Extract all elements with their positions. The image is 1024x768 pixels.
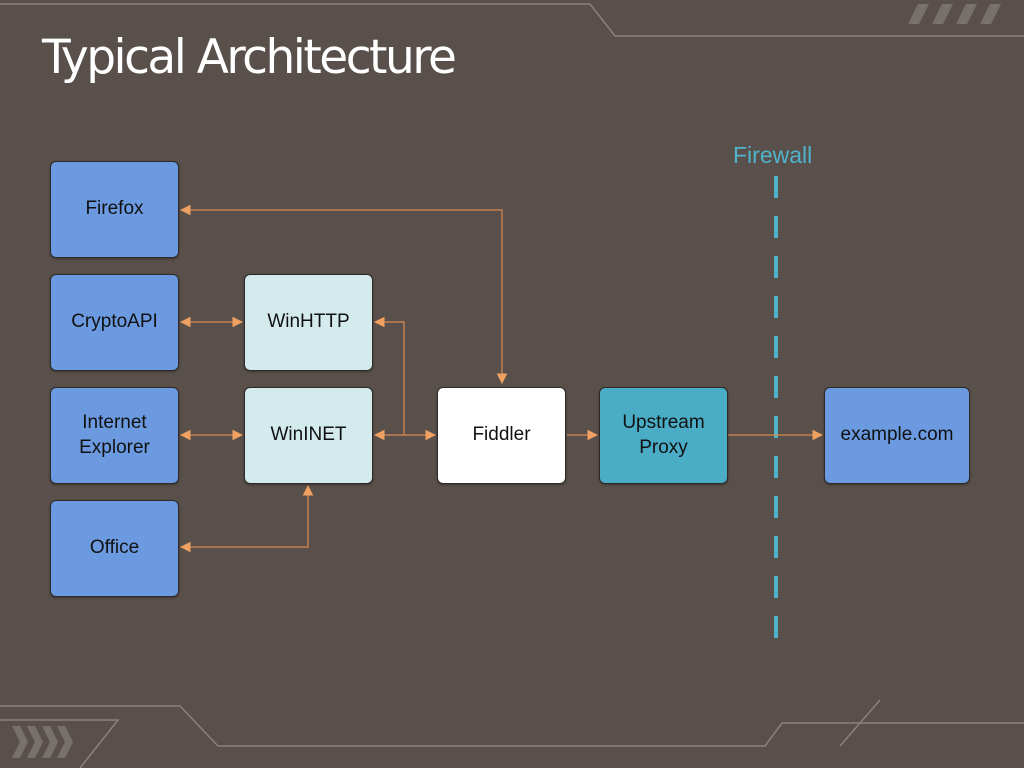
wininet-node: WinINET xyxy=(244,387,373,484)
example-com-node: example.com xyxy=(824,387,970,484)
internet-explorer-label: Internet Explorer xyxy=(79,411,150,458)
cryptoapi-node: CryptoAPI xyxy=(50,274,179,371)
stripes-decoration xyxy=(908,4,1001,24)
office-label: Office xyxy=(89,537,140,559)
winhttp-label: WinHTTP xyxy=(267,311,350,333)
fiddler-label: Fiddler xyxy=(472,424,531,446)
decorative-frame xyxy=(0,3,1024,768)
connectors xyxy=(179,204,824,553)
internet-explorer-node: Internet Explorer xyxy=(50,387,179,484)
winhttp-node: WinHTTP xyxy=(244,274,373,371)
chevrons-decoration xyxy=(12,726,73,758)
connector-office-wininet xyxy=(179,484,314,553)
firefox-node: Firefox xyxy=(50,161,179,258)
connector-fiddler-firefox xyxy=(179,204,508,385)
firewall-label: Firewall xyxy=(733,142,813,168)
office-node: Office xyxy=(50,500,179,597)
firefox-label: Firefox xyxy=(85,198,144,220)
cryptoapi-label: CryptoAPI xyxy=(71,311,158,333)
upstream-proxy-label: Upstream Proxy xyxy=(622,411,705,458)
wininet-label: WinINET xyxy=(270,424,347,446)
fiddler-node: Fiddler xyxy=(437,387,566,484)
example-com-label: example.com xyxy=(840,424,954,446)
upstream-proxy-node: Upstream Proxy xyxy=(599,387,728,484)
slide-title: Typical Architecture xyxy=(42,30,457,85)
connector-winhttp-fiddler xyxy=(373,316,405,435)
